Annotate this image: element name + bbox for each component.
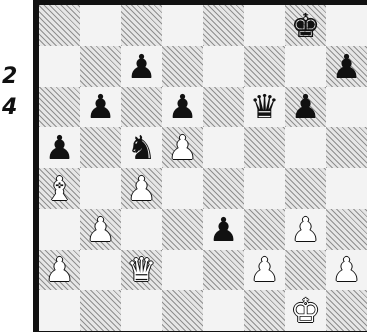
black-pawn-b6-icon[interactable]: ♟ (86, 90, 116, 123)
square-e1[interactable] (203, 290, 244, 331)
white-bishop-a4-icon[interactable]: ♝ (45, 172, 75, 205)
square-e2[interactable] (203, 250, 244, 291)
square-c6[interactable] (121, 87, 162, 128)
square-g5[interactable] (285, 127, 326, 168)
square-d8[interactable] (162, 5, 203, 46)
white-pawn-c4-icon[interactable]: ♟ (127, 172, 157, 205)
black-pawn-c7-icon[interactable]: ♟ (127, 50, 157, 83)
white-queen-c2-icon[interactable]: ♛ (127, 253, 157, 286)
square-b3[interactable]: ♟ (80, 209, 121, 250)
square-d4[interactable] (162, 168, 203, 209)
white-pawn-h2-icon[interactable]: ♟ (332, 253, 362, 286)
white-pawn-b3-icon[interactable]: ♟ (86, 213, 116, 246)
side-number-bottom: 4 (2, 97, 22, 119)
square-a1[interactable] (39, 290, 80, 331)
black-pawn-g6-icon[interactable]: ♟ (291, 90, 321, 123)
black-knight-c5-icon[interactable]: ♞ (127, 131, 157, 164)
square-h1[interactable] (326, 290, 367, 331)
square-f8[interactable] (244, 5, 285, 46)
square-h7[interactable]: ♟ (326, 46, 367, 87)
square-e5[interactable] (203, 127, 244, 168)
square-a2[interactable]: ♟ (39, 250, 80, 291)
square-h5[interactable] (326, 127, 367, 168)
square-g2[interactable] (285, 250, 326, 291)
white-king-g1-icon[interactable]: ♚ (291, 294, 321, 327)
square-h6[interactable] (326, 87, 367, 128)
square-h4[interactable] (326, 168, 367, 209)
square-f6[interactable]: ♛ (244, 87, 285, 128)
square-d2[interactable] (162, 250, 203, 291)
black-pawn-e3-icon[interactable]: ♟ (209, 213, 239, 246)
white-pawn-d5-icon[interactable]: ♟ (168, 131, 198, 164)
square-h2[interactable]: ♟ (326, 250, 367, 291)
square-a5[interactable]: ♟ (39, 127, 80, 168)
square-f5[interactable] (244, 127, 285, 168)
square-a4[interactable]: ♝ (39, 168, 80, 209)
square-e3[interactable]: ♟ (203, 209, 244, 250)
square-g6[interactable]: ♟ (285, 87, 326, 128)
square-e4[interactable] (203, 168, 244, 209)
square-b4[interactable] (80, 168, 121, 209)
square-d5[interactable]: ♟ (162, 127, 203, 168)
square-e7[interactable] (203, 46, 244, 87)
square-f3[interactable] (244, 209, 285, 250)
square-a6[interactable] (39, 87, 80, 128)
square-b2[interactable] (80, 250, 121, 291)
black-king-g8-icon[interactable]: ♚ (291, 9, 321, 42)
square-h3[interactable] (326, 209, 367, 250)
square-c8[interactable] (121, 5, 162, 46)
square-g3[interactable]: ♟ (285, 209, 326, 250)
square-g8[interactable]: ♚ (285, 5, 326, 46)
square-f4[interactable] (244, 168, 285, 209)
square-f1[interactable] (244, 290, 285, 331)
black-pawn-d6-icon[interactable]: ♟ (168, 90, 198, 123)
white-pawn-g3-icon[interactable]: ♟ (291, 213, 321, 246)
square-c5[interactable]: ♞ (121, 127, 162, 168)
square-a7[interactable] (39, 46, 80, 87)
square-h8[interactable] (326, 5, 367, 46)
square-c4[interactable]: ♟ (121, 168, 162, 209)
side-number-top: 2 (2, 66, 22, 88)
square-b5[interactable] (80, 127, 121, 168)
square-f7[interactable] (244, 46, 285, 87)
square-g4[interactable] (285, 168, 326, 209)
black-queen-f6-icon[interactable]: ♛ (250, 90, 280, 123)
square-g7[interactable] (285, 46, 326, 87)
square-e6[interactable] (203, 87, 244, 128)
square-f2[interactable]: ♟ (244, 250, 285, 291)
square-d1[interactable] (162, 290, 203, 331)
black-pawn-h7-icon[interactable]: ♟ (332, 50, 362, 83)
square-d6[interactable]: ♟ (162, 87, 203, 128)
white-pawn-a2-icon[interactable]: ♟ (45, 253, 75, 286)
square-b8[interactable] (80, 5, 121, 46)
square-d3[interactable] (162, 209, 203, 250)
black-pawn-a5-icon[interactable]: ♟ (45, 131, 75, 164)
square-e8[interactable] (203, 5, 244, 46)
square-c1[interactable] (121, 290, 162, 331)
white-pawn-f2-icon[interactable]: ♟ (250, 253, 280, 286)
chess-board: ♚ ♟ ♟ ♟ ♟ ♛ ♟ ♟ ♞ ♟ ♝ ♟ ♟ ♟ ♟ ♟ ♛ ♟ ♟ ♚ (39, 5, 367, 331)
square-b1[interactable] (80, 290, 121, 331)
square-g1[interactable]: ♚ (285, 290, 326, 331)
square-d7[interactable] (162, 46, 203, 87)
square-c3[interactable] (121, 209, 162, 250)
square-c2[interactable]: ♛ (121, 250, 162, 291)
square-a3[interactable] (39, 209, 80, 250)
square-b6[interactable]: ♟ (80, 87, 121, 128)
square-b7[interactable] (80, 46, 121, 87)
square-c7[interactable]: ♟ (121, 46, 162, 87)
square-a8[interactable] (39, 5, 80, 46)
